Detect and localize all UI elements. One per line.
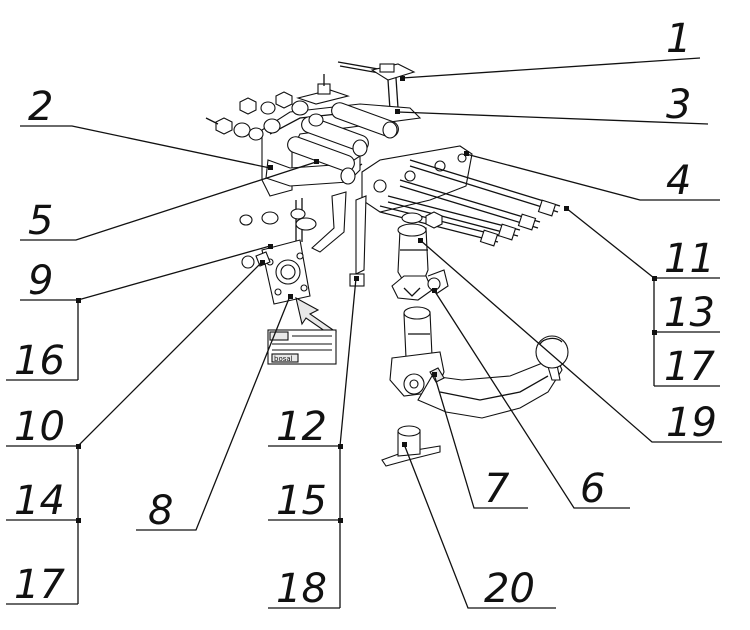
callout-15: 15: [276, 478, 327, 524]
callout-14: 14: [14, 478, 65, 524]
socket-plate: [255, 239, 337, 337]
callout-5: 5: [28, 198, 53, 244]
socket-clip: [381, 425, 441, 467]
receiver-housing: [391, 211, 449, 301]
callout-4: 4: [666, 158, 691, 204]
callout-19: 19: [666, 400, 717, 446]
callout-8: 8: [148, 488, 173, 534]
callout-3: 3: [666, 82, 691, 128]
leader-lines: [6, 57, 722, 609]
callout-12: 12: [276, 404, 327, 450]
callout-13: 13: [664, 290, 715, 336]
brand-label-plate: bosal: [267, 329, 337, 365]
callout-6: 6: [580, 466, 605, 512]
side-plate: [361, 145, 473, 213]
washers-and-nuts-left: [205, 91, 324, 141]
callout-18: 18: [276, 566, 327, 612]
leader-dots: [76, 76, 657, 523]
mounting-bolt-top: [337, 61, 416, 111]
callout-16: 16: [14, 338, 65, 384]
long-bolts: [379, 159, 561, 247]
callout-numbers: 1 2 3 4 5 6 7 8 9 10 11 12 13 14 15 16 1…: [14, 16, 717, 612]
callout-7: 7: [484, 466, 510, 512]
callout-20: 20: [484, 566, 535, 612]
callout-1: 1: [666, 16, 691, 62]
callout-10: 10: [14, 404, 65, 450]
callout-11: 11: [664, 236, 715, 282]
main-bracket-frame: [261, 102, 422, 197]
callout-9: 9: [28, 258, 53, 304]
callout-17-right: 17: [664, 344, 715, 390]
callout-17-left: 17: [14, 562, 65, 608]
top-plate-left: [296, 74, 350, 105]
lower-bracket-arms: [239, 191, 367, 287]
ball-neck: [389, 306, 569, 419]
callout-2: 2: [28, 84, 53, 130]
parts-drawing: bosal: [205, 61, 569, 467]
brand-label-text: bosal: [274, 355, 293, 363]
